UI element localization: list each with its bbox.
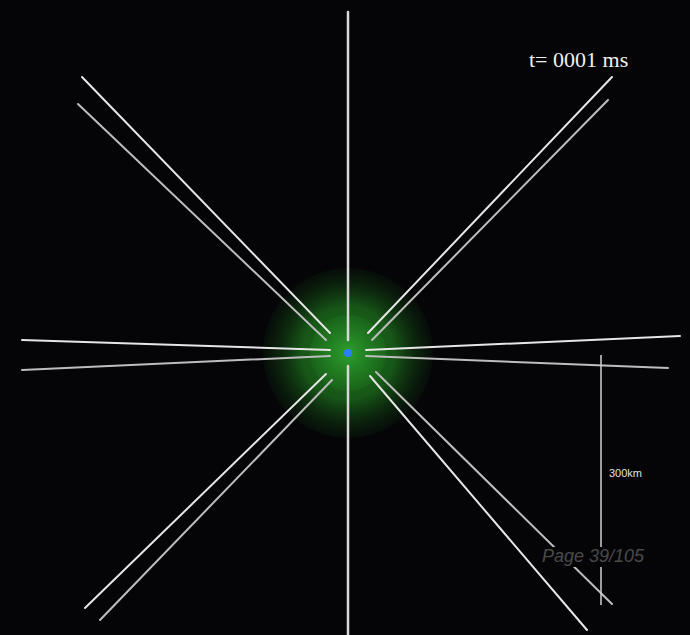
beam — [82, 77, 330, 333]
beam — [366, 336, 680, 350]
beam — [366, 356, 668, 368]
beam — [22, 356, 330, 370]
beam — [347, 12, 350, 340]
beam — [22, 340, 330, 350]
beam — [370, 376, 587, 630]
beam — [376, 372, 612, 604]
page-watermark: Page 39/105 — [540, 547, 646, 567]
beam — [100, 380, 332, 620]
beam — [368, 77, 612, 333]
time-stamp: t= 0001 ms — [527, 48, 630, 72]
beam — [347, 366, 350, 635]
beam — [372, 100, 608, 340]
scale-bar — [600, 355, 602, 605]
beam — [78, 104, 326, 340]
scale-label: 300km — [607, 467, 644, 479]
beam — [85, 374, 326, 608]
central-core — [344, 349, 352, 357]
radial-beams — [22, 12, 680, 635]
